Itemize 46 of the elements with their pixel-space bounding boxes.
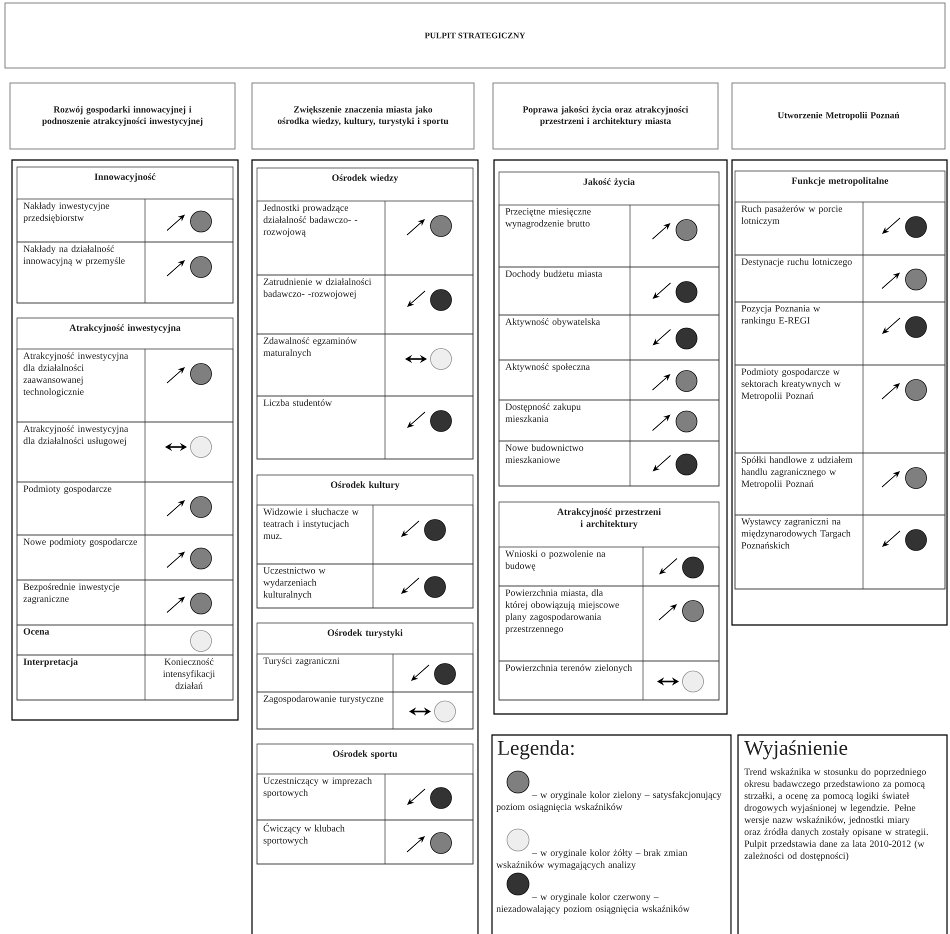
goal-box: Utworzenie Metropolii Poznań [732,82,946,150]
table-row: Podmioty gospodarcze w sektorach kreatywnych w Metropolii Poznań [734,364,946,454]
column-frame [493,159,728,715]
table-row: Dochody budżetu miasta [498,266,720,316]
table-row: Destynacje ruchu lotniczego [734,254,946,302]
table-row: Nowe podmioty gospodarcze [16,534,234,580]
goal-box: Rozwój gospodarki innowacyjnej i podnoszenie atrakcyjności inwestycyjnej [10,82,236,150]
note-box: Wyjaśnienie Trend wskaźnika w stosunku do poprzedniego okresu badawczego przedstawiono za pomocą strzałki, a ocenę za pomocą logiki świateł drogowych wyjaśnionej w legendzie. Pełne wersje nazw wskaźników, jednostki miary oraz źródła danych zostały opisane w strategii. Pulpit przedstawia dane za lata 2010-2012 (w zależności od dostępności) [737,734,948,934]
table-row: Liczba studentów [256,396,474,460]
table-row: Powierzchnia miasta, dla której obowiązują miejscowe plany zagospodarowania przestrzennego [498,586,720,662]
table-row: Jednostki prowadzące działalność badawczo- -rozwojową [256,200,474,276]
table-row: Widzowie i słuchacze w teatrach i instytucjach muz. [256,504,474,564]
table-row: Interpretacja Konieczność intensyfikacji działań [16,654,234,700]
table-row: Ocena [16,624,234,656]
table-row: Atrakcyjność inwestycyjna dla działalności zaawansowanej technologicznie [16,348,234,422]
goal-box: Poprawa jakości życia oraz atrakcyjności przestrzeni i architektury miasta [492,82,718,150]
table-row: Spółki handlowe z udziałem handlu zagranicznego w Metropolii Poznań [734,452,946,516]
table-row: Nakłady inwestycyjne przedsiębiorstw [16,198,234,242]
table-row: Powierzchnia terenów zielonych [498,660,720,700]
table-row: Bezpośrednie inwestycje zagraniczne [16,580,234,626]
table-row: Nowe budownictwo mieszkaniowe [498,440,720,486]
table-row: Zdawalność egzaminów maturalnych [256,334,474,396]
title-box: PULPIT STRATEGICZNY [4,2,946,68]
table-row: Turyści zagraniczni [256,654,474,692]
table-row: Atrakcyjność inwestycyjna dla działalności usługowej [16,422,234,482]
table-row: Dostępność zakupu mieszkania [498,400,720,442]
table-row: Uczestnictwo w wydarzeniach kulturalnych [256,564,474,608]
table-row: Wnioski o pozwolenie na budowę [498,546,720,586]
column-frame [251,159,479,934]
table-row: Aktywność społeczna [498,360,720,400]
table-row: Ruch pasażerów w porcie lotniczym [734,202,946,256]
legend-text: – w oryginale kolor żółty – brak zmian wskaźników wymagających analizy [496,849,688,870]
table-row: Aktywność obywatelska [498,314,720,360]
column-frame [11,159,239,721]
goal-box: Zwiększenie znaczenia miasta jako ośrodka wiedzy, kultury, turystyki i sportu [252,82,474,150]
legend-text: – w oryginale kolor zielony – satysfakcjonujący poziom osiągnięcia wskaźników [496,791,722,812]
table-row: Nakłady na działalność innowacyjną w przemyśle [16,242,234,304]
table-row: Uczestniczący w imprezach sportowych [256,774,474,820]
table-row: Ćwiczący w klubach sportowych [256,820,474,864]
table-row: Wystawcy zagraniczni na międzynarodowych Targach Poznańskich [734,514,946,590]
table-row: Zagospodarowanie turystyczne [256,692,474,730]
table-row: Podmioty gospodarcze [16,482,234,536]
table-row: Pozycja Poznania w rankingu E-REGI [734,302,946,366]
legend-text: – w oryginale kolor czerwony – niezadowalający poziom osiągnięcia wskaźników [496,893,690,914]
table-row: Zatrudnienie w działalności badawczo- -rozwojowej [256,274,474,334]
table-row: Przeciętne miesięczne wynagrodzenie brutto [498,204,720,268]
